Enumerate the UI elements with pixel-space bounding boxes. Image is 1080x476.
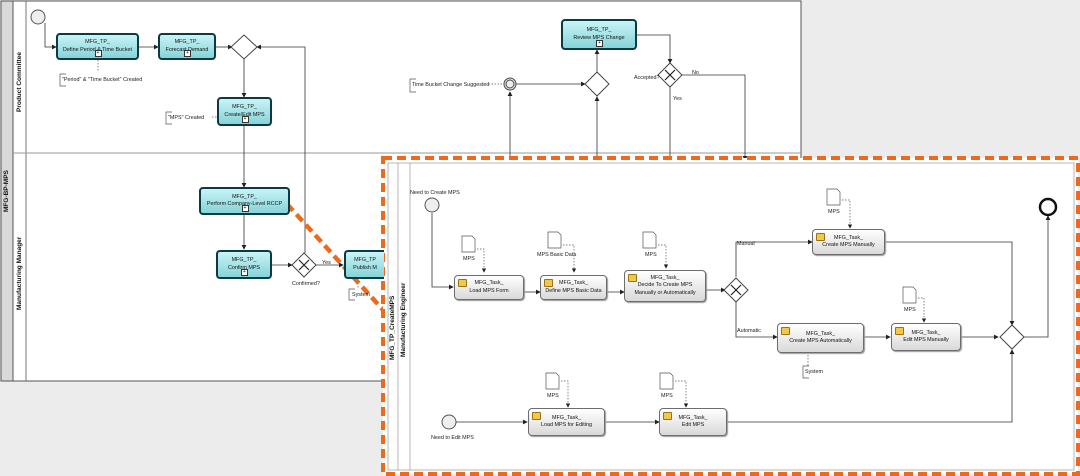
doc-label-basic: MPS Basic Data xyxy=(537,252,577,258)
subprocess-lane: Manufacturing Engineer xyxy=(400,282,407,357)
pool-title: MFG-BP-MPS xyxy=(3,170,10,212)
label-manual: Manual xyxy=(737,241,755,247)
label-yes-confirmed: Yes xyxy=(322,260,331,266)
task-edit-mps[interactable]: MFG_Task_Edit MPS xyxy=(659,408,727,436)
gateway-merge xyxy=(999,324,1025,350)
doc-icon-decide xyxy=(642,231,657,249)
task-load-mps-form[interactable]: MFG_Task_Load MPS Form xyxy=(454,275,524,300)
task-confirm-mps[interactable]: MFG_TP_Confirm MPS+ xyxy=(216,250,272,279)
doc-label-load: MPS xyxy=(463,256,475,262)
task-icon xyxy=(544,279,553,287)
task-icon xyxy=(895,327,904,335)
annotation-system-upper: System xyxy=(352,292,370,298)
annotation-system: System xyxy=(805,369,823,375)
task-load-for-editing[interactable]: MFG_Task_Load MPS for Editing xyxy=(528,408,605,436)
task-define-basic-data[interactable]: MFG_Task_Define MPS Basic Data xyxy=(540,275,607,300)
start-event-edit xyxy=(441,414,457,430)
task-icon xyxy=(816,233,825,241)
doc-icon-loadedit xyxy=(545,372,560,390)
doc-icon-editman xyxy=(902,286,917,304)
doc-label-loadedit: MPS xyxy=(547,393,559,399)
task-icon xyxy=(628,274,637,282)
lane-manufacturing-manager: Manufacturing Manager xyxy=(16,236,23,310)
label-automatic: Automatic xyxy=(737,328,761,334)
expand-icon[interactable]: + xyxy=(241,205,249,212)
upper-start-event xyxy=(30,9,46,25)
end-event xyxy=(1038,197,1058,217)
gateway-after-forecast xyxy=(230,34,258,60)
doc-icon-basic xyxy=(547,231,562,249)
task-perform-rccp[interactable]: MFG_TP_Perform Company-Level RCCP+ xyxy=(199,187,290,215)
gateway-review xyxy=(584,71,610,97)
doc-icon-manual xyxy=(826,188,841,206)
task-create-automatically[interactable]: MFG_Task_Create MPS Automatically xyxy=(777,323,864,353)
task-icon xyxy=(458,279,467,287)
subprocess-frame xyxy=(381,156,1080,476)
expand-icon[interactable]: + xyxy=(241,269,248,276)
label-need-to-create: Need to Create MPS xyxy=(410,190,460,196)
doc-label-decide: MPS xyxy=(645,252,657,258)
expand-icon[interactable]: + xyxy=(184,50,191,57)
label-need-to-edit: Need to Edit MPS xyxy=(431,435,474,441)
task-create-edit-mps[interactable]: MFG_TP_Create/Edit MPS+ xyxy=(217,97,272,126)
start-event-create xyxy=(424,197,440,213)
callout-connector xyxy=(285,202,387,314)
annotation-period-created: "Period" & "Time Bucket" Created xyxy=(62,77,143,83)
label-no: No xyxy=(692,70,699,76)
doc-label-edit: MPS xyxy=(661,393,673,399)
task-create-manually[interactable]: MFG_Task_Create MPS Manually xyxy=(812,229,885,255)
subprocess-pool-title: MFG_TP_CreateMPS xyxy=(389,295,396,360)
doc-label-manual: MPS xyxy=(828,209,840,215)
task-review-mps-change[interactable]: MFG_TP_Review MPS Change+ xyxy=(561,19,637,50)
expand-icon[interactable]: + xyxy=(241,116,249,123)
lane-product-committee: Product Committee xyxy=(16,52,23,112)
label-accepted: Accepted? xyxy=(634,75,660,81)
task-define-period[interactable]: MFG_TP_Define Period & Time Bucket+ xyxy=(56,33,139,60)
label-yes: Yes xyxy=(673,96,682,102)
task-icon xyxy=(532,412,541,420)
annotation-time-bucket-change: Time Bucket Change Suggested xyxy=(412,82,490,88)
doc-icon-edit xyxy=(659,372,674,390)
task-forecast-demand[interactable]: MFG_TP_Forecast Demand+ xyxy=(158,33,216,60)
doc-label-editman: MPS xyxy=(904,307,916,313)
label-confirmed: Confirmed? xyxy=(292,281,320,287)
expand-icon[interactable]: + xyxy=(94,50,102,57)
annotation-mps-created: "MPS" Created xyxy=(168,115,205,121)
task-edit-manually[interactable]: MFG_Task_Edit MPS Manually xyxy=(891,323,961,351)
task-icon xyxy=(781,327,790,335)
expand-icon[interactable]: + xyxy=(596,40,603,47)
doc-icon-load xyxy=(461,235,476,253)
task-icon xyxy=(663,412,672,420)
